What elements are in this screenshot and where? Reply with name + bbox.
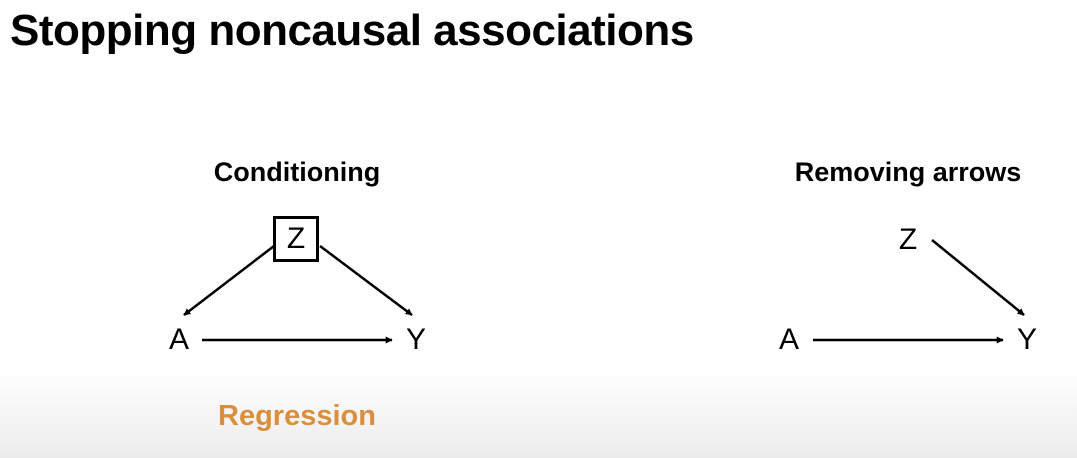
- conditioned-node-z: Z: [273, 216, 319, 262]
- node-z-label: Z: [286, 222, 306, 255]
- slide-title: Stopping noncausal associations: [10, 6, 694, 55]
- node-a-label: A: [778, 323, 800, 356]
- method-label: Regression: [218, 400, 376, 432]
- edge-z-to-y: [319, 245, 413, 316]
- node-a-label: A: [168, 323, 190, 356]
- edge-z-to-a: [183, 245, 275, 316]
- node-y-label: Y: [405, 323, 427, 356]
- node-y-label: Y: [1016, 323, 1038, 356]
- node-z-label: Z: [898, 223, 918, 256]
- edge-z-to-y: [931, 239, 1025, 316]
- conditioning-heading: Conditioning: [213, 157, 381, 187]
- removing-arrows-heading: Removing arrows: [794, 157, 1022, 187]
- background-fade: [0, 368, 1077, 458]
